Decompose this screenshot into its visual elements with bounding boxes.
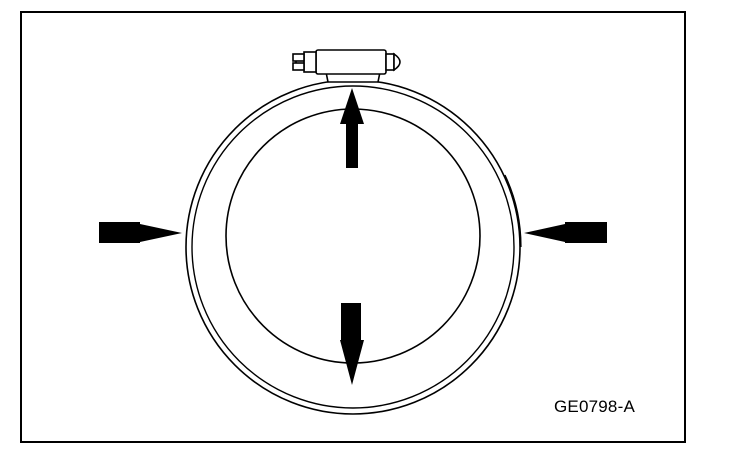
arrow-down-icon	[340, 303, 364, 385]
arrow-right-icon	[99, 222, 182, 243]
hose-clamp-icon	[292, 49, 401, 83]
arrow-left-icon	[524, 222, 607, 243]
figure-code-label: GE0798-A	[554, 397, 635, 416]
arrow-up-icon	[340, 88, 364, 168]
